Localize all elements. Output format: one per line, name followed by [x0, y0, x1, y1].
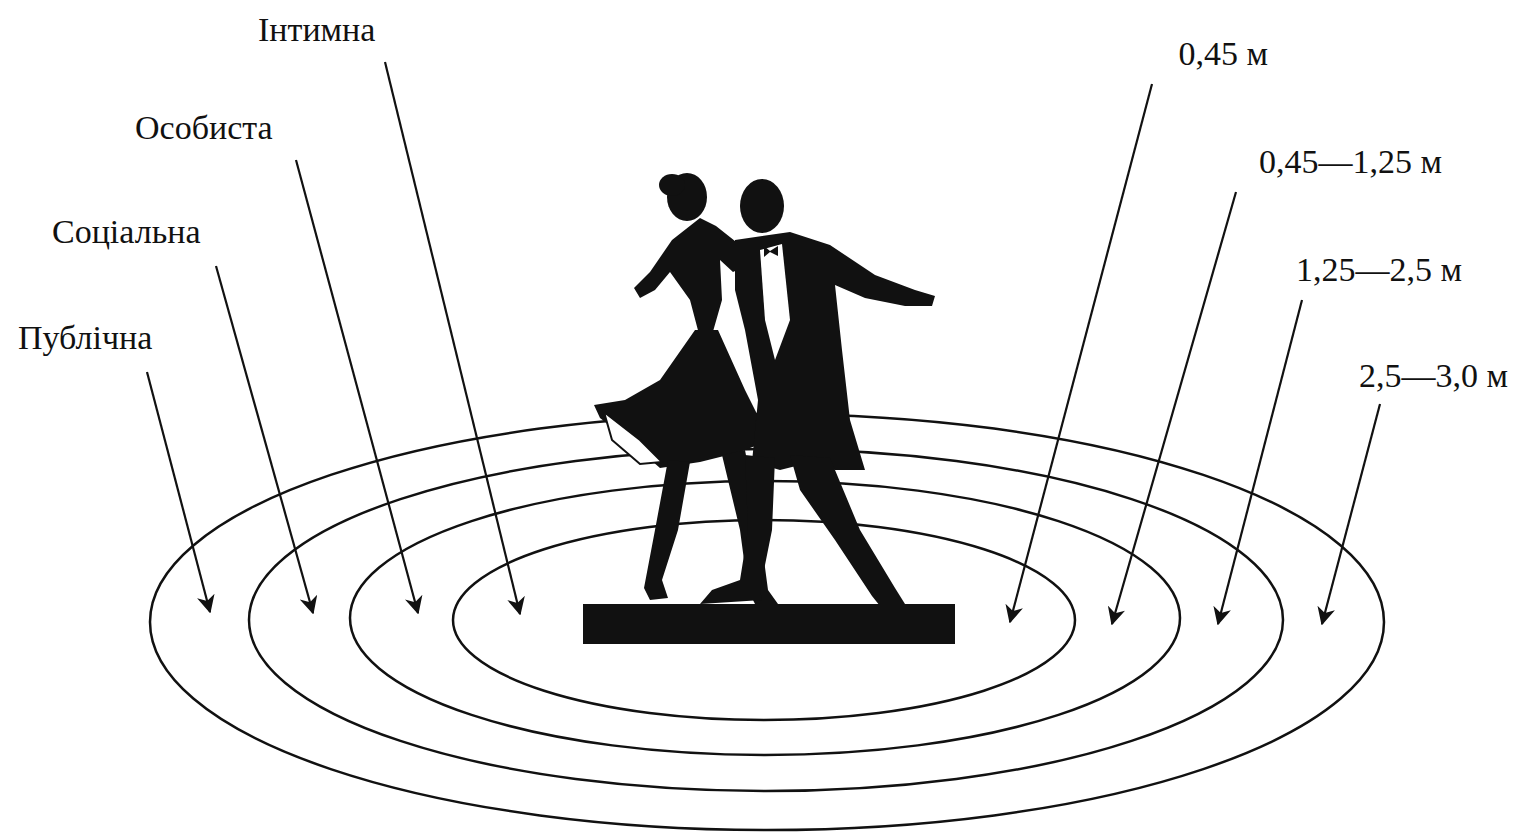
zone-ellipses	[150, 414, 1384, 830]
man-shirt	[760, 244, 790, 360]
zone-name: Інтимна	[258, 10, 375, 50]
zone-name: Соціальна	[52, 212, 200, 252]
dress-petticoat	[604, 412, 662, 464]
leader-arrow	[1322, 404, 1380, 624]
leader-arrow	[296, 160, 418, 613]
man-head	[740, 179, 784, 233]
leader-arrow	[147, 372, 210, 612]
woman-dress	[594, 330, 770, 468]
distance-label: 2,5—3,0 м	[1359, 356, 1508, 396]
leader-arrow	[1218, 300, 1302, 624]
leader-arrow	[1112, 192, 1236, 624]
man-leg	[790, 455, 905, 606]
dancing-couple	[583, 173, 955, 644]
leader-arrow	[1010, 84, 1152, 622]
man-leg	[700, 455, 775, 604]
bow-tie	[764, 246, 778, 257]
man-suit	[735, 232, 935, 470]
leader-arrow	[216, 266, 313, 613]
leader-arrows	[147, 62, 1380, 624]
woman-torso	[634, 218, 748, 338]
woman-hair	[659, 174, 685, 196]
woman-leg	[644, 460, 690, 600]
distance-label: 0,45—1,25 м	[1259, 142, 1442, 182]
social-zone	[249, 449, 1283, 791]
dance-platform	[583, 604, 955, 644]
zone-name: Публічна	[18, 318, 152, 358]
leader-arrow	[385, 62, 520, 614]
public-zone	[150, 414, 1384, 830]
distance-label: 1,25—2,5 м	[1296, 250, 1462, 290]
distance-label: 0,45 м	[1178, 34, 1268, 74]
zone-name: Особиста	[135, 108, 273, 148]
